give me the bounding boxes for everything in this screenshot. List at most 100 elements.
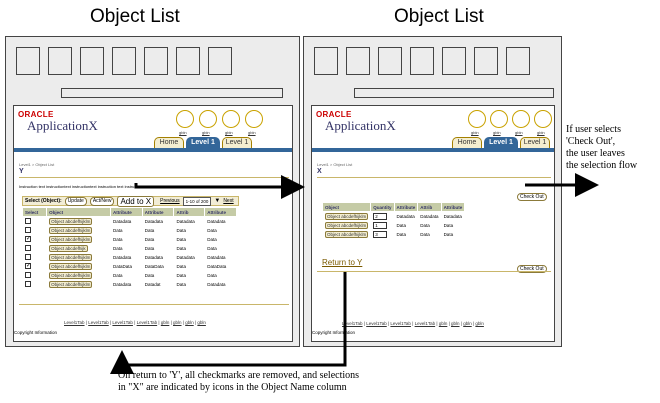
quantity-input[interactable]: 3 [373, 230, 388, 238]
global-icon[interactable] [222, 110, 240, 128]
update-button[interactable]: Update [64, 196, 87, 206]
range-select[interactable]: 1-10 of 200 [182, 196, 212, 206]
tab-home[interactable]: Home [154, 137, 184, 148]
row-checkbox[interactable] [25, 280, 31, 287]
copyright: Copyright Information [14, 330, 58, 335]
global-link[interactable]: gbln [202, 130, 210, 135]
footer-link[interactable]: gbln [173, 320, 182, 325]
global-link[interactable]: gbln [248, 130, 256, 135]
data-cell: Data [417, 229, 442, 239]
next-link[interactable]: Next [223, 198, 234, 204]
address-bar[interactable] [354, 88, 554, 98]
toolbar-button[interactable] [176, 47, 200, 75]
footer-link[interactable]: gbln [160, 320, 170, 325]
breadcrumb[interactable]: Level1 > Object List [19, 162, 55, 167]
tab-level1[interactable]: Level 1 [222, 137, 252, 148]
footer-link[interactable]: Level1Tab [390, 321, 411, 326]
global-link[interactable]: gbln [225, 130, 233, 135]
global-link[interactable]: gbln [471, 130, 479, 135]
global-icon[interactable] [490, 110, 508, 128]
object-link[interactable]: Object abcdefhijklm [49, 226, 93, 234]
tab-bar [312, 148, 554, 152]
footer-link[interactable]: Level1Tab [136, 320, 158, 325]
global-link[interactable]: gbln [515, 130, 523, 135]
toolbar-button[interactable] [506, 47, 530, 75]
dropdown-arrow-icon[interactable]: ▼ [214, 198, 221, 204]
act-new-button[interactable]: Act/New [89, 196, 115, 206]
toolbar-button[interactable] [442, 47, 466, 75]
toolbar-button[interactable] [314, 47, 338, 75]
right-page: ORACLE ApplicationX gbln gbln gbln gbln … [311, 105, 555, 342]
global-link[interactable]: gbln [537, 130, 545, 135]
toolbar-button[interactable] [48, 47, 72, 75]
global-icon[interactable] [534, 110, 552, 128]
toolbar-button[interactable] [378, 47, 402, 75]
toolbar-button[interactable] [474, 47, 498, 75]
footer-link[interactable]: gbln [438, 321, 448, 326]
tab-level1[interactable]: Level 1 [520, 137, 550, 148]
object-link[interactable]: Object abcdefhijklm [325, 221, 369, 229]
object-link[interactable]: Object abcdefhijklm [49, 253, 93, 261]
global-link[interactable]: gbln [179, 130, 187, 135]
app-name: ApplicationX [325, 118, 396, 133]
row-checkbox[interactable] [25, 217, 31, 224]
breadcrumb[interactable]: Level1 > Object List [317, 162, 353, 167]
quantity-input[interactable]: 2 [373, 212, 388, 220]
footer-link[interactable]: Level1Tab [342, 321, 363, 326]
object-link[interactable]: Object abcdefhijklm [49, 271, 93, 279]
toolbar-button[interactable] [144, 47, 168, 75]
check-out-button-bottom[interactable]: Check Out [517, 265, 547, 273]
footer-link[interactable]: Level1Tab [366, 321, 387, 326]
row-checkbox[interactable] [25, 271, 31, 278]
row-checkbox[interactable] [25, 226, 31, 233]
oracle-logo: ORACLE [18, 110, 54, 119]
global-link[interactable]: gbln [493, 130, 501, 135]
toolbar-button[interactable] [16, 47, 40, 75]
object-link[interactable]: Object abcdefhijk [49, 244, 88, 252]
global-icon[interactable] [245, 110, 263, 128]
row-checkbox[interactable] [25, 253, 31, 260]
footer-link[interactable]: gbln [475, 321, 484, 326]
row-checkbox[interactable]: ✓ [25, 263, 32, 269]
footer-link[interactable]: Level1Tab [414, 321, 436, 326]
address-bar[interactable] [61, 88, 283, 98]
footer-link[interactable]: Level1Tab [64, 320, 85, 325]
tab-level1-selected[interactable]: Level 1 [484, 137, 518, 148]
toolbar-button[interactable] [80, 47, 104, 75]
object-link[interactable]: Object abcdefhijklm [49, 217, 93, 225]
toolbar-button[interactable] [410, 47, 434, 75]
row-checkbox[interactable]: ✓ [25, 236, 32, 242]
tab-home[interactable]: Home [452, 137, 482, 148]
tab-level1-selected[interactable]: Level 1 [186, 137, 220, 148]
select-label: Select (Object): [25, 198, 62, 204]
data-cell: Datadata [204, 279, 237, 289]
footer-link[interactable]: Level1Tab [88, 320, 109, 325]
global-icon[interactable] [468, 110, 486, 128]
quantity-input[interactable]: 1 [373, 221, 388, 229]
footer-link[interactable]: gbln [451, 321, 460, 326]
object-link[interactable]: Object abcdefhijklm [49, 235, 93, 243]
return-to-y-link[interactable]: Return to Y [322, 258, 363, 267]
return-arrow [110, 272, 347, 374]
footer-link[interactable]: gbln [463, 321, 472, 326]
previous-link[interactable]: Previous [160, 198, 180, 204]
global-icon[interactable] [199, 110, 217, 128]
toolbar-button[interactable] [346, 47, 370, 75]
check-out-button-top[interactable]: Check Out [517, 193, 547, 201]
global-icon[interactable] [512, 110, 530, 128]
footer-link[interactable]: gbln [197, 320, 206, 325]
global-icon[interactable] [176, 110, 194, 128]
object-link[interactable]: Object abcdefhijklm [325, 212, 369, 220]
quantity-cell: 3 [370, 229, 395, 239]
footer-link[interactable]: gbln [185, 320, 194, 325]
row-checkbox[interactable] [25, 244, 31, 251]
object-link[interactable]: Object abcdefhijklm [49, 262, 93, 270]
toolbar-button[interactable] [112, 47, 136, 75]
object-link[interactable]: Object abcdefhijklm [325, 230, 369, 238]
add-to-x-button[interactable]: Add to X [117, 195, 155, 207]
left-object-table: Select Object Attribute Attribute Attrib… [21, 207, 237, 289]
object-link[interactable]: Object abcdefhijklm [49, 280, 93, 288]
toolbar-button[interactable] [208, 47, 232, 75]
footer-link[interactable]: Level1Tab [112, 320, 133, 325]
